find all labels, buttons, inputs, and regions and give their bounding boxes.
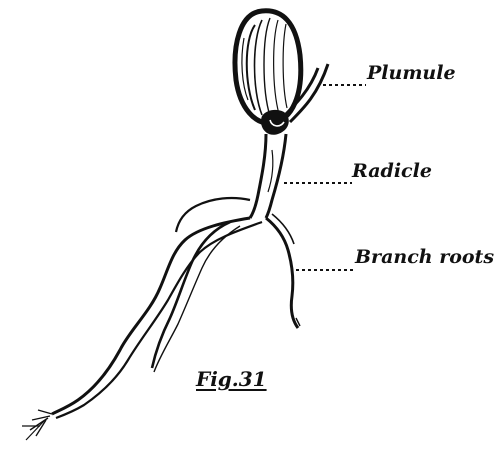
branch-roots-label: Branch roots	[355, 248, 494, 267]
seed	[235, 11, 301, 123]
plumule-label: Plumule	[367, 64, 456, 83]
radicle	[250, 134, 286, 218]
figure-caption: Fig.31	[196, 369, 267, 389]
branch-roots	[22, 198, 300, 440]
radicle-label: Radicle	[352, 162, 432, 181]
